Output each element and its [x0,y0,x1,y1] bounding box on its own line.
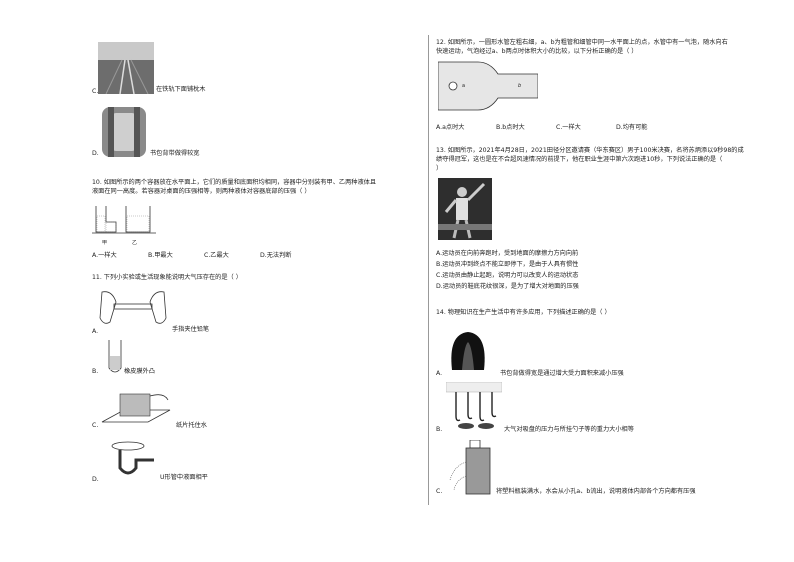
sink-u-tube-icon [111,441,154,475]
q14-stem: 14. 物理知识在生产生活中有许多应用，下列描述正确的是（ ） [436,309,611,316]
railway-photo [98,42,154,95]
label-yi: 乙 [132,240,138,246]
backpack-icon [102,107,146,157]
container-yi-icon [125,206,151,233]
label-jia: 甲 [102,240,108,246]
sprinter-photo [438,178,492,240]
q14-c-letter[interactable]: C. [436,488,443,495]
q14-a-figure [448,330,488,370]
q12-pipe-figure [437,60,539,112]
q10-stem-line1: 10. 如图所示的两个容器放在水平面上，它们的质量和底面积均相同，容器中分别装有… [92,179,377,186]
backpack-photo [100,103,148,159]
railway-tracks-icon [105,59,149,95]
q10-option-c[interactable]: C.乙最大 [204,252,229,259]
option-d-text: 书包背带做得较宽 [150,150,200,157]
point-a-label: a [462,83,466,89]
fingers-pencil-icon [99,291,167,324]
suction-hooks-icon [445,381,503,429]
q12-option-a[interactable]: A.a点时大 [436,124,465,131]
q10-option-d[interactable]: D.无法判断 [260,252,292,259]
q13-stem-line2: 绩夺得冠军，这也是在不合超风速情况的前提下，他在职业生涯中第六次跑进10秒，下列… [436,156,723,163]
q12-option-c[interactable]: C.一样大 [556,124,581,131]
sprinter-icon [438,178,492,240]
option-c-text: 在铁轨下面铺枕木 [156,86,206,93]
q11-b-letter[interactable]: B. [92,368,99,375]
q14-b-letter[interactable]: B. [436,426,443,433]
q13-option-c[interactable]: C.运动员由静止起跑，说明力可以改变人的运动状态 [436,272,579,279]
q13-option-a[interactable]: A.运动员在向前奔跑时，受到地面的摩擦力方向向前 [436,250,579,257]
q14-c-text: 将塑料瓶装满水，水会从小孔a、b流出，说明液体内部各个方向都有压强 [496,488,696,495]
water-bottle-icon [449,439,491,495]
backpack-strap-icon [451,332,485,370]
q14-a-letter[interactable]: A. [436,370,443,377]
q12-stem-line1: 12. 如图所示，一圆形水管左粗右细，a、b为粗管和细管中同一水平面上的点，水管… [436,39,728,46]
q12-option-d[interactable]: D.均有可能 [616,124,648,131]
q12-option-b[interactable]: B.b点时大 [496,124,525,131]
q14-c-figure [444,439,496,496]
q11-b-figure [106,340,124,376]
q10-option-a[interactable]: A.一样大 [92,252,117,259]
point-b-label: b [518,83,522,89]
q14-b-text: 大气对吸盘的压力与所挂勺子等的重力大小相等 [504,426,634,433]
q12-stem-line2: 快速运动，气泡经过a、b两点时体积大小的比较，以下分析正确的是（ ） [436,48,638,55]
q14-a-text: 书包背做得宽是通过增大受力面积来减小压强 [500,370,624,377]
q11-c-figure [98,388,174,430]
q14-b-figure [445,381,503,432]
q11-a-letter[interactable]: A. [92,328,99,335]
test-tube-icon [108,340,122,373]
q13-stem-line3: ） [436,165,443,172]
q11-d-figure [110,440,158,478]
q10-containers-figure [92,198,156,246]
q11-c-letter[interactable]: C. [92,422,99,429]
q11-d-text: U形管中液面相平 [160,474,208,481]
option-d-letter: D. [92,150,99,157]
q13-stem-line1: 13. 如图所示，2021年4月28日，2021田径分区邀请赛（华东赛区）男子1… [436,147,744,154]
q13-option-d[interactable]: D.运动员的鞋底花纹很深，是为了增大对地面的压强 [436,283,579,290]
q10-option-b[interactable]: B.甲最大 [148,252,173,259]
q11-d-letter[interactable]: D. [92,476,99,483]
glass-card-icon [101,393,171,423]
pipe-icon [437,61,539,111]
q11-stem: 11. 下列小实验或生活现象能说明大气压存在的是（ ） [92,274,242,281]
column-divider [428,35,429,505]
q11-a-text: 手指夹住铅笔 [172,326,210,333]
container-jia-icon [95,206,117,233]
q11-c-text: 纸片托住水 [176,422,207,429]
q11-b-text: 橡皮膜外凸 [124,368,155,375]
option-c-letter: C. [92,88,99,95]
q11-a-figure [98,288,168,330]
q10-stem-line2: 液面在同一高度。若容器对桌面的压强相等，则两种液体对容器底部的压强（ ） [92,188,311,195]
q13-option-b[interactable]: B.运动员冲到终点不能立即停下，是由于人具有惯性 [436,261,579,268]
